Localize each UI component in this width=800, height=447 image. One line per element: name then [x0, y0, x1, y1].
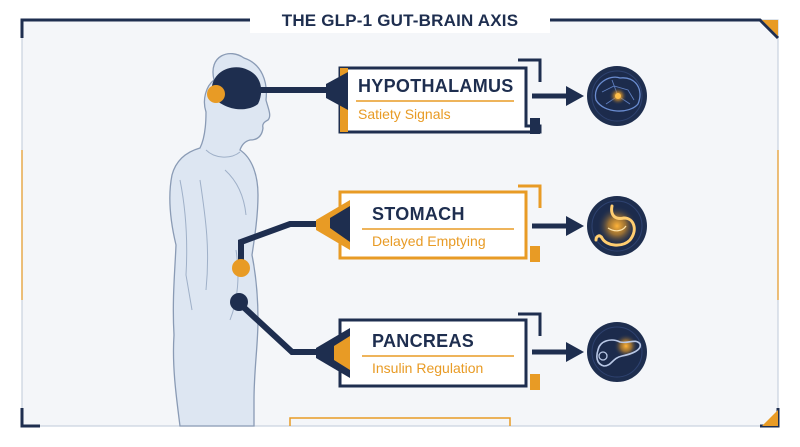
pancreas-effect: Insulin Regulation: [372, 360, 484, 376]
stomach-icon: [587, 196, 647, 256]
hypothalamus-box: [326, 58, 542, 134]
pancreas-box: [316, 312, 542, 390]
stomach-effect: Delayed Emptying: [372, 233, 486, 249]
hypothalamus-effect: Satiety Signals: [358, 106, 451, 122]
pancreas-label: PANCREAS: [372, 331, 475, 351]
stomach-dot: [232, 259, 250, 277]
brain-shape: [211, 67, 262, 110]
arrows: [532, 86, 584, 362]
human-body: [169, 53, 271, 427]
brain-icon: [587, 66, 647, 126]
stomach-label: STOMACH: [372, 204, 465, 224]
pancreas-icon: [587, 322, 647, 382]
hypothalamus-label: HYPOTHALAMUS: [358, 76, 514, 96]
stomach-box: [316, 184, 542, 262]
pancreas-dot: [230, 293, 248, 311]
hypothalamus-dot: [207, 85, 225, 103]
diagram-title: THE GLP-1 GUT-BRAIN AXIS: [250, 9, 550, 33]
